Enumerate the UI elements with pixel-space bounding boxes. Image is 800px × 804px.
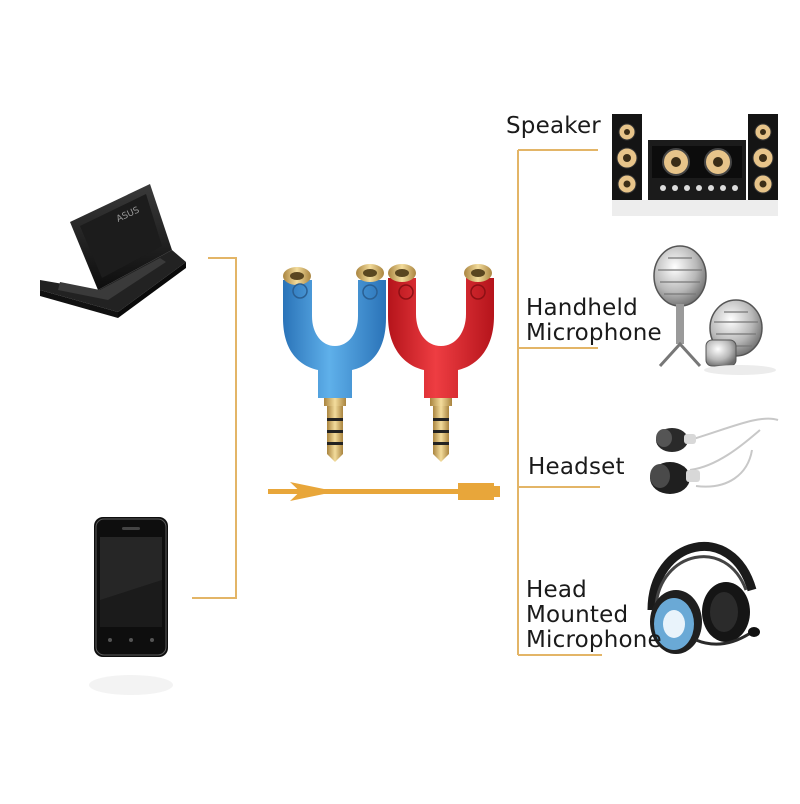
headset-label-text: Headset — [528, 454, 625, 480]
headset-microphone-icon — [647, 541, 760, 654]
handheld-microphone-label-line1: Handheld — [526, 295, 638, 321]
head-mounted-microphone-label-line3: Microphone — [526, 627, 662, 653]
head-mounted-microphone-label: Head Mounted Microphone — [526, 578, 662, 653]
red-adapter — [388, 264, 494, 462]
source-connector-lines — [192, 257, 237, 599]
source-bracket-line — [192, 257, 237, 599]
speaker-label-text: Speaker — [506, 113, 601, 139]
blue-adapter — [283, 264, 386, 462]
handheld-microphone-label-line2: Microphone — [526, 320, 662, 346]
speaker-system-icon — [612, 114, 778, 216]
y-splitter-adapter-icon — [283, 264, 494, 462]
smartphone-reflection — [89, 675, 173, 695]
head-mounted-microphone-label-line2: Mounted — [526, 602, 629, 628]
handheld-microphone-label: Handheld Microphone — [526, 296, 662, 346]
laptop-icon: ASUS — [40, 184, 186, 318]
headset-label: Headset — [528, 455, 625, 480]
head-mounted-microphone-label-line1: Head — [526, 577, 587, 603]
smartphone-icon — [94, 517, 168, 657]
handheld-microphone-icon — [653, 245, 776, 375]
speaker-label: Speaker — [506, 114, 601, 139]
output-connector-lines — [517, 149, 602, 656]
earphones-icon — [650, 417, 779, 494]
cable-arrow-icon — [268, 482, 500, 501]
